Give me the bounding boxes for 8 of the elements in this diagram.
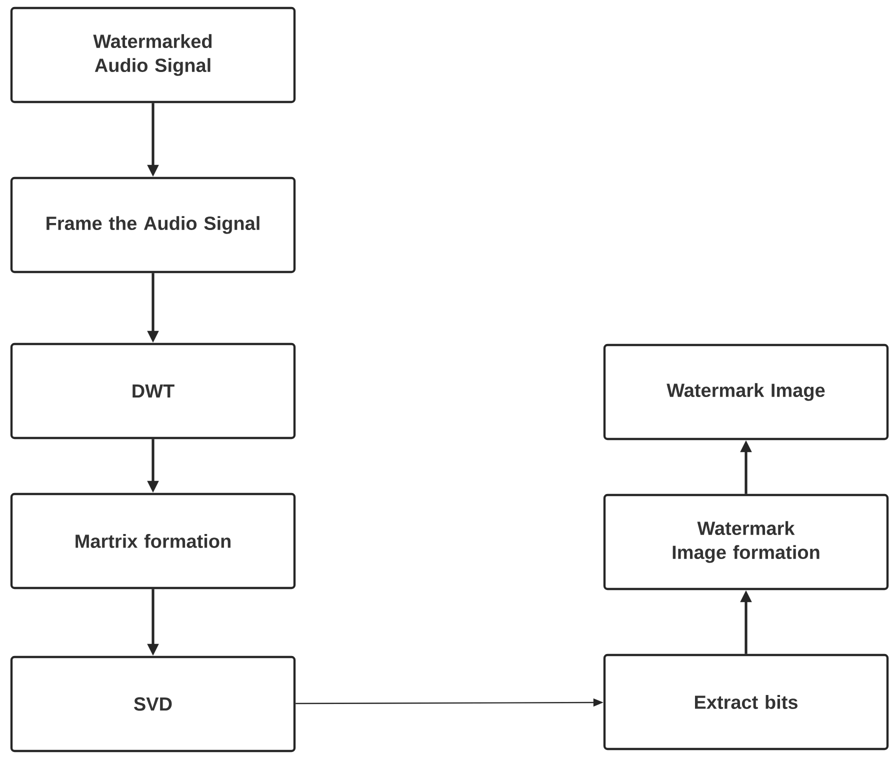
process-box: Frame the Audio Signal bbox=[10, 176, 296, 274]
process-box: Watermark Image bbox=[603, 344, 889, 440]
process-box: DWT bbox=[10, 342, 296, 440]
process-box: Watermarked Audio Signal bbox=[10, 6, 296, 104]
process-box: Watermark Image formation bbox=[603, 494, 889, 590]
process-box: Martrix formation bbox=[10, 492, 296, 590]
process-box: SVD bbox=[10, 656, 296, 752]
process-box: Extract bits bbox=[603, 654, 889, 750]
